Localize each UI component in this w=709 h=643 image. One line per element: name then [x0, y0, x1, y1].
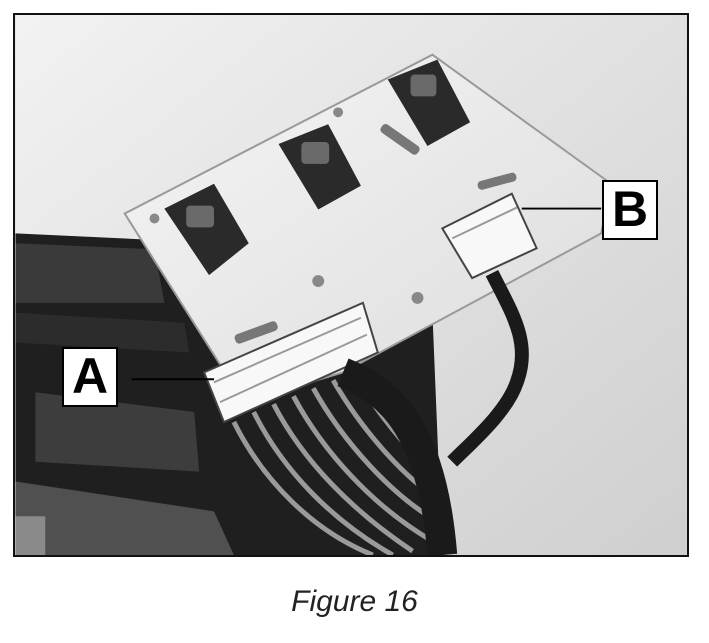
wire-bundle-a [231, 371, 446, 555]
push-button-1 [164, 183, 249, 276]
connector-b [440, 192, 538, 280]
cable-b [447, 269, 529, 467]
push-button-2 [278, 124, 361, 210]
photo-frame [13, 13, 689, 557]
circuit-board-photo [15, 15, 687, 555]
push-button-3 [387, 59, 471, 147]
connector-a [202, 301, 380, 424]
callout-label-b: B [602, 180, 659, 240]
callout-label-a: A [62, 347, 119, 407]
figure-caption: Figure 16 [291, 585, 418, 618]
